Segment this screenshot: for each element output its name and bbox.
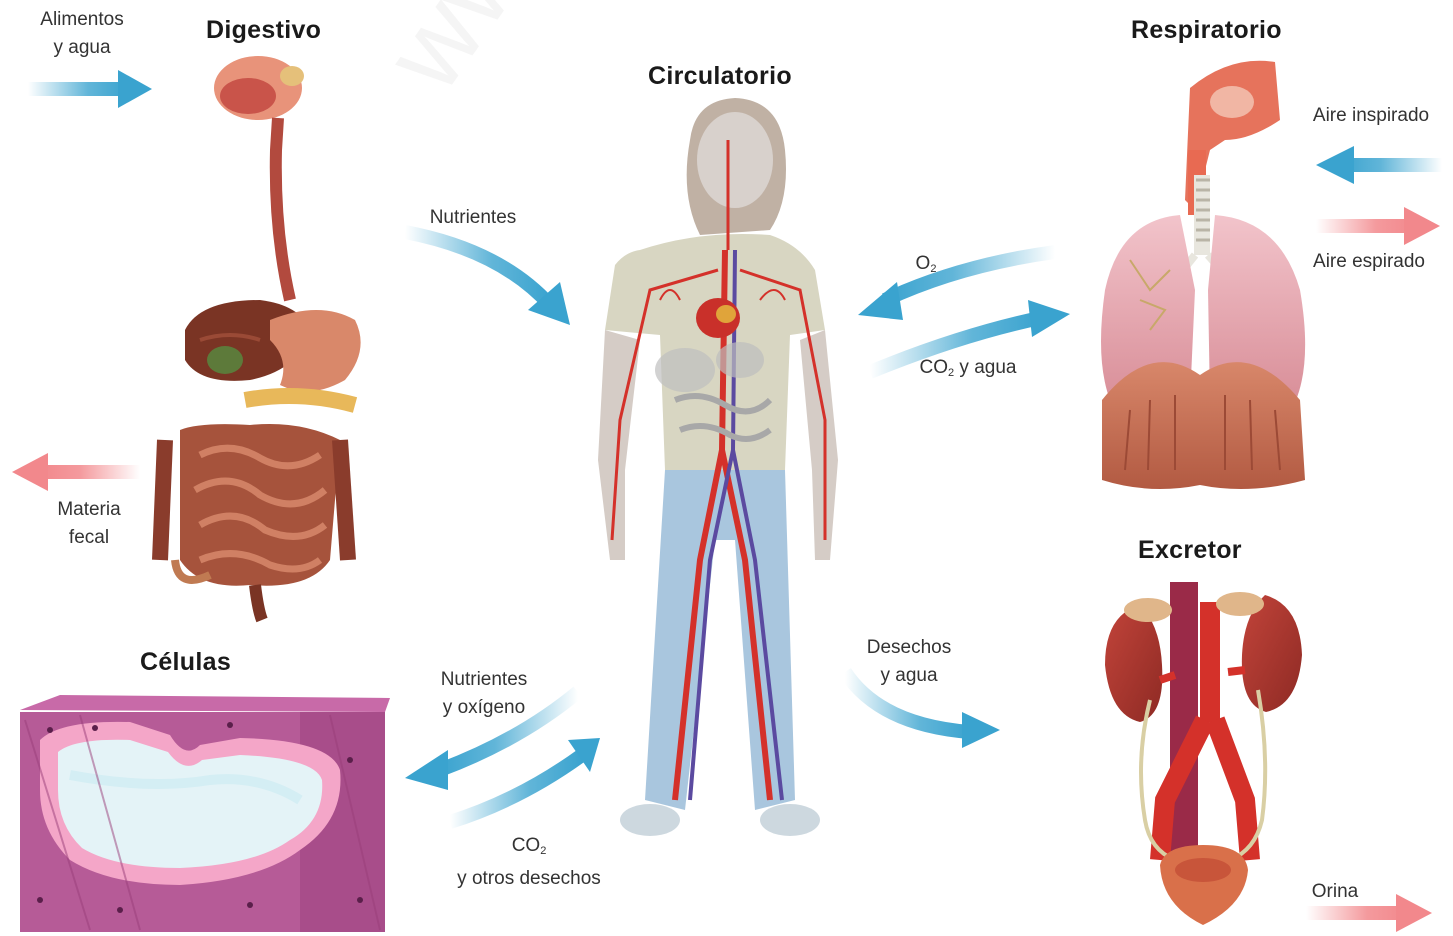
title-celulas: Células (140, 648, 231, 677)
label-waste-line2: y agua (854, 662, 964, 690)
label-co2b-subscript: 2 (540, 845, 546, 857)
label-o2: O2 (905, 250, 947, 283)
label-o2-subscript: 2 (930, 263, 936, 275)
title-circulatorio: Circulatorio (648, 62, 792, 91)
label-urine: Orina (1300, 878, 1370, 906)
title-respiratorio: Respiratorio (1131, 16, 1282, 45)
label-nutri-oxy-line1: Nutrientes (426, 666, 542, 694)
arrow-o2-to-blood (858, 252, 1055, 320)
label-co2-water: CO2 y agua (910, 354, 1026, 387)
cell-tissue-illustration (20, 695, 390, 932)
label-food-line2: y agua (30, 34, 134, 62)
label-co2-text: CO (920, 357, 949, 378)
label-co2-rest: y agua (954, 357, 1016, 378)
label-co2b-line1: CO2 (448, 832, 610, 865)
label-food-line1: Alimentos (30, 6, 134, 34)
arrow-air-out (1316, 207, 1440, 245)
label-co2b-line2: y otros desechos (448, 865, 610, 893)
arrow-food-in (28, 70, 152, 108)
title-excretor: Excretor (1138, 536, 1242, 565)
title-digestivo: Digestivo (206, 16, 321, 45)
label-inspired-air: Aire inspirado (1300, 102, 1442, 130)
label-co2-other-waste: CO2 y otros desechos (448, 832, 610, 893)
label-waste-line1: Desechos (854, 634, 964, 662)
label-o2-text: O (916, 253, 931, 274)
label-food-water: Alimentos y agua (30, 6, 134, 62)
label-nutrients: Nutrientes (420, 204, 526, 232)
circulatory-system-illustration (598, 98, 838, 836)
digestive-system-illustration (160, 56, 361, 620)
arrow-nutrients-to-blood (405, 232, 570, 325)
label-co2b-text: CO (512, 835, 541, 856)
label-fecal-line2: fecal (44, 524, 134, 552)
label-expired-air: Aire espirado (1300, 248, 1438, 276)
label-waste-water: Desechos y agua (854, 634, 964, 690)
excretory-system-illustration (1105, 582, 1302, 925)
label-nutri-oxy-line2: y oxígeno (426, 694, 542, 722)
respiratory-system-illustration (1101, 61, 1305, 489)
arrow-air-in (1316, 146, 1442, 184)
label-fecal-matter: Materia fecal (44, 496, 134, 552)
label-nutrients-oxygen: Nutrientes y oxígeno (426, 666, 542, 722)
label-fecal-line1: Materia (44, 496, 134, 524)
arrow-feces-out (12, 453, 140, 491)
